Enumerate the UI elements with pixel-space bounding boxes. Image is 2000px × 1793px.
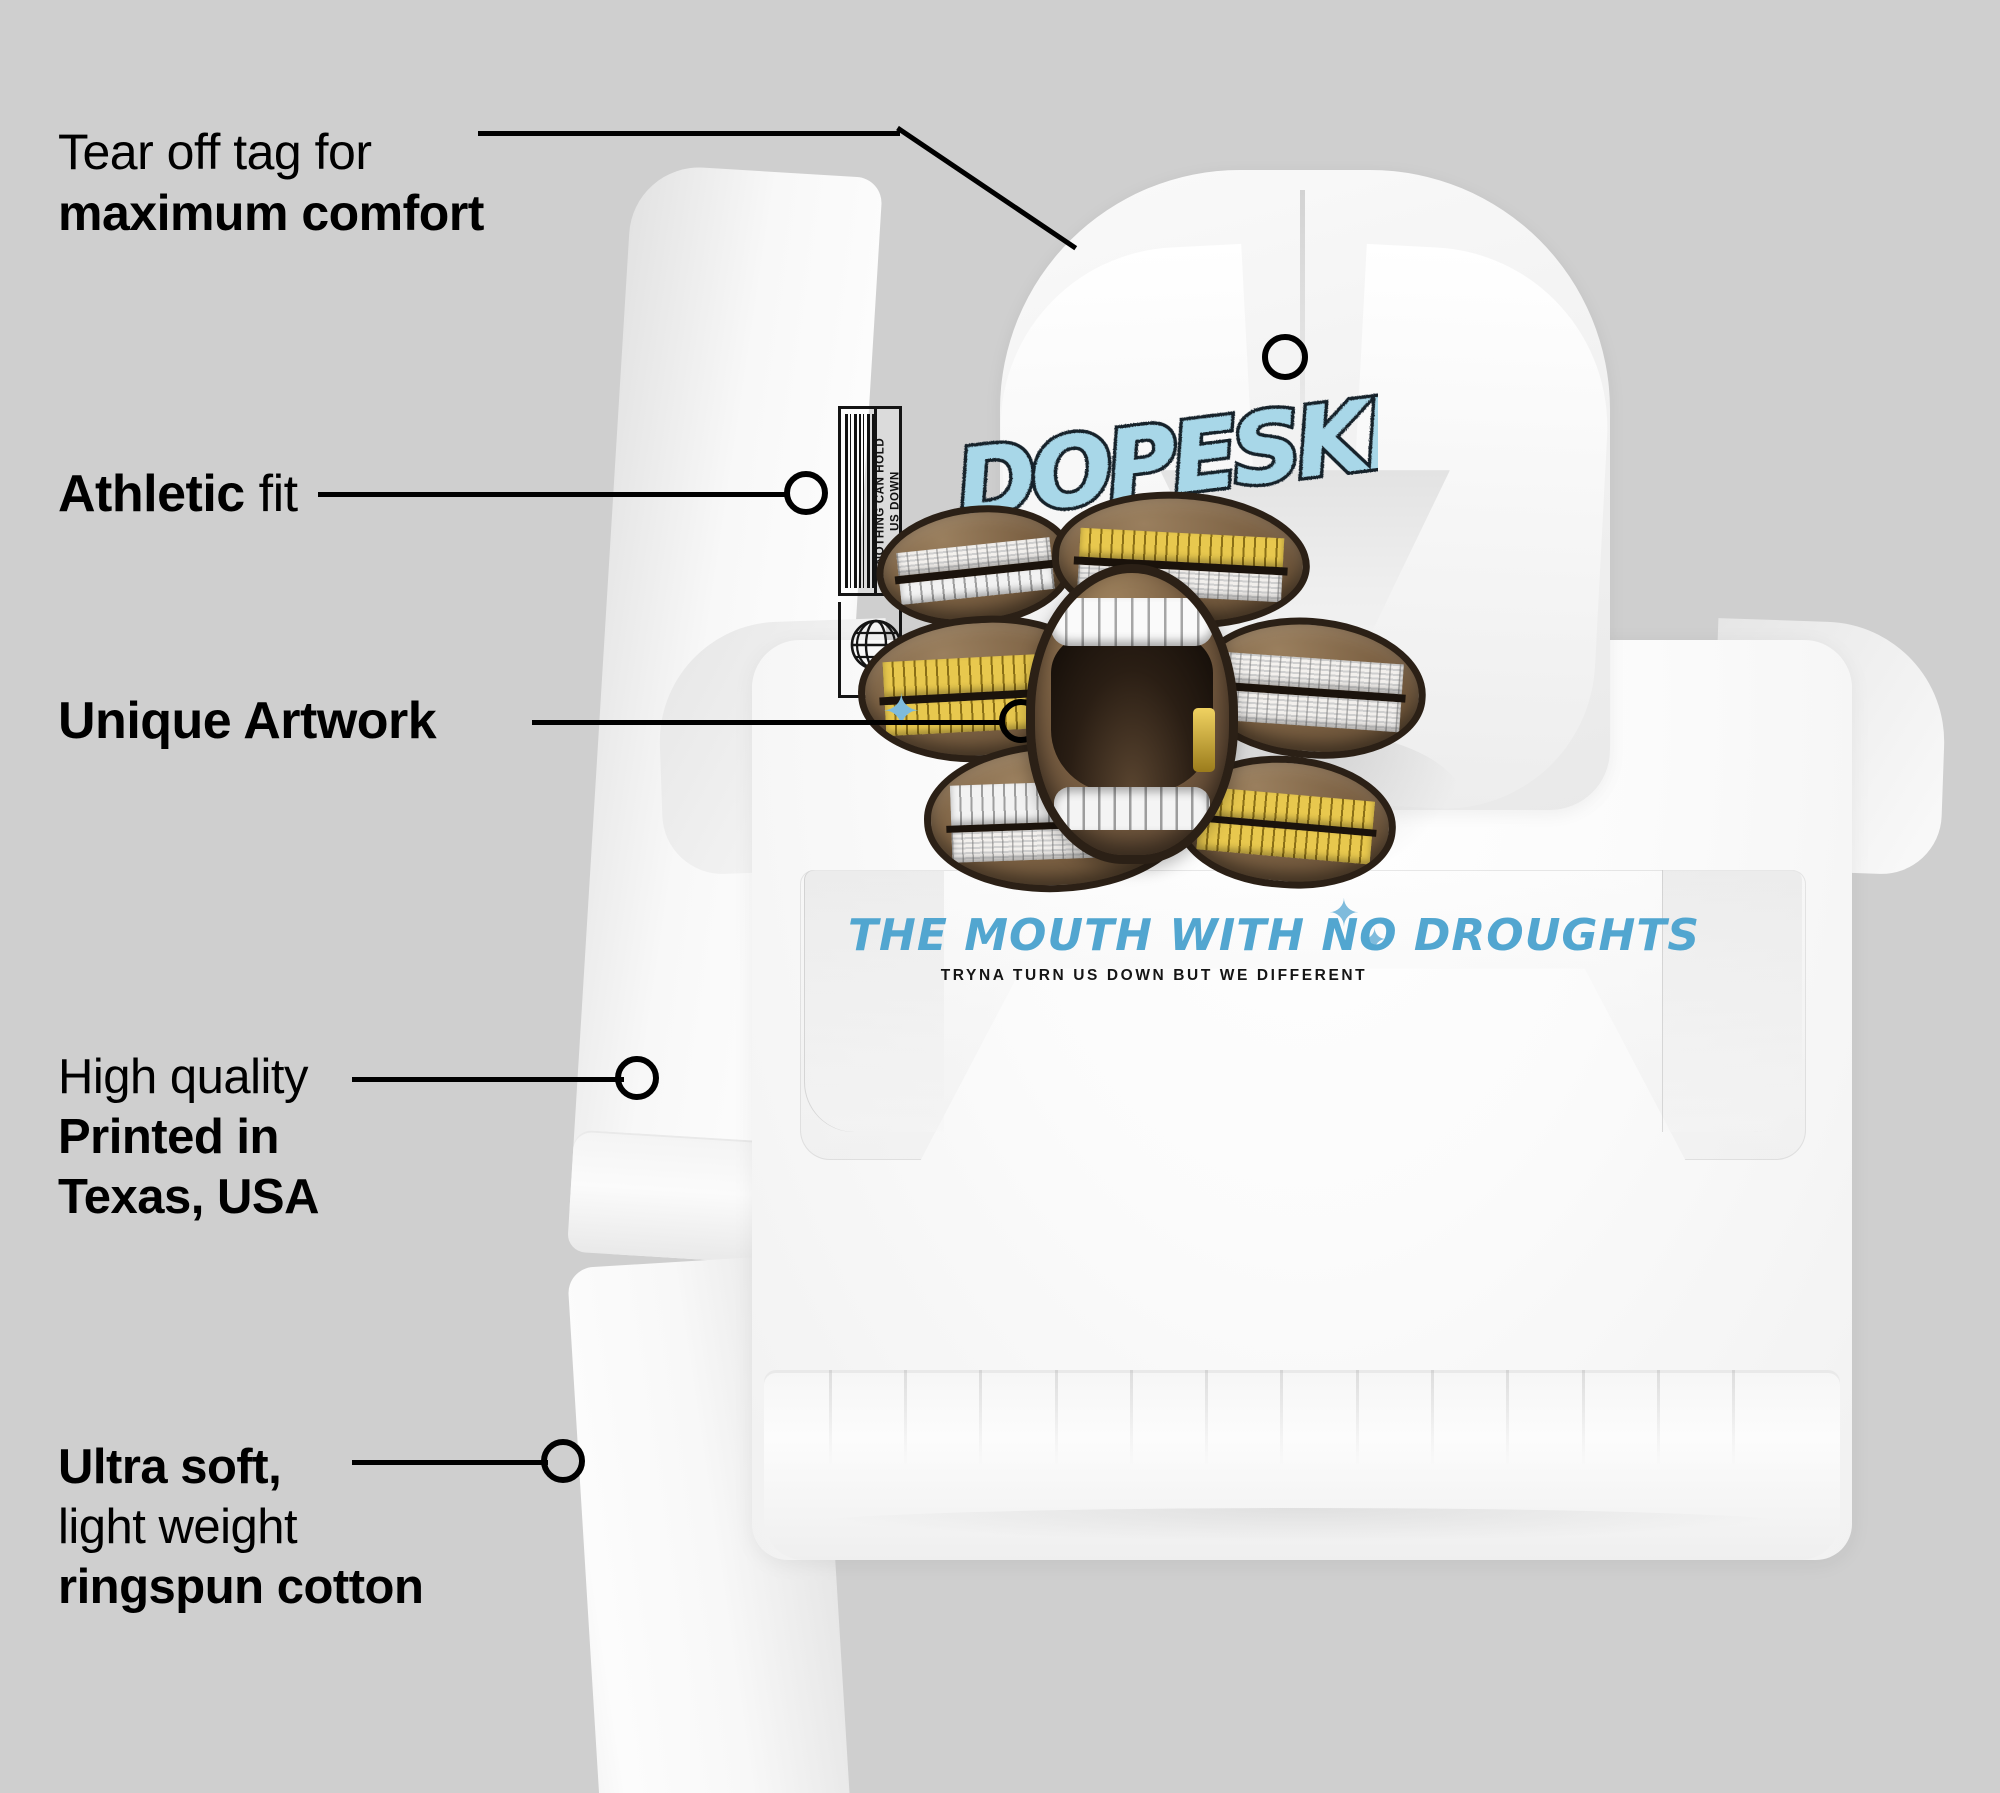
callout-ringspun-cotton-line2: light weight (58, 1499, 298, 1554)
callout-ringspun-cotton: Ultra soft, light weight ringspun cotton (58, 1438, 424, 1617)
barcode-icon (845, 414, 874, 588)
callout-dot-athletic-fit (784, 471, 828, 515)
callout-athletic-fit-strong: Athletic (58, 465, 245, 523)
gold-tooth (1193, 708, 1216, 773)
pocket-opening-right (1662, 870, 1802, 1132)
callout-printed-in-texas-line1: High quality (58, 1050, 309, 1104)
hoodie-product-image: NOTHING CAN HOLD US DOWN (566, 163, 2000, 1793)
callout-printed-in-texas-line2: Printed in (58, 1109, 279, 1164)
callout-tear-off-tag-line1: Tear off tag for (58, 124, 372, 180)
lips-center-screaming (1026, 564, 1238, 864)
callout-tear-off-tag: Tear off tag for maximum comfort (58, 122, 484, 244)
sparkle-icon: ✦ (1328, 891, 1360, 935)
barcode-caption: NOTHING CAN HOLD US DOWN (874, 409, 901, 593)
callout-athletic-fit-line1: Athletic fit (58, 463, 298, 526)
sparkle-icon: ✦ (882, 684, 921, 738)
leader-line-athletic-fit (318, 492, 790, 497)
mouth-interior (1050, 635, 1214, 793)
callout-printed-in-texas-line3: Texas, USA (58, 1169, 319, 1224)
leader-line-tear-off-tag (478, 131, 900, 136)
hood-seam (1300, 190, 1305, 440)
lips-collage: ✦ ✦ ✦ (854, 485, 1436, 956)
slogan-headline: THE MOUTH WITH NO DROUGHTS (848, 910, 1701, 961)
slogan-block: THE MOUTH WITH NO DROUGHTS TRYNA TURN US… (848, 910, 1701, 985)
slogan-subline: TRYNA TURN US DOWN BUT WE DIFFERENT (940, 967, 1368, 984)
sparkle-icon: ✦ (1362, 923, 1388, 958)
callout-dot-ringspun-cotton (541, 1439, 585, 1483)
callout-ringspun-cotton-line3: ringspun cotton (58, 1559, 424, 1614)
leader-line-printed-in-texas (352, 1077, 624, 1082)
upper-grillz (1050, 598, 1214, 647)
callout-athletic-fit: Athletic fit (58, 463, 298, 526)
lips-top-left (870, 495, 1080, 637)
leader-line-unique-artwork (532, 720, 1004, 725)
leader-line-ringspun-cotton (352, 1460, 548, 1465)
waistband-ribbing (764, 1370, 1840, 1560)
pocket-opening-left (804, 870, 944, 1132)
lower-grillz (1054, 787, 1210, 830)
callout-dot-tear-off-tag (1262, 334, 1308, 380)
callout-tear-off-tag-line2: maximum comfort (58, 185, 484, 241)
callout-dot-printed-in-texas (615, 1056, 659, 1100)
callout-unique-artwork-line1: Unique Artwork (58, 692, 437, 750)
callout-athletic-fit-rest: fit (244, 465, 298, 523)
callout-unique-artwork: Unique Artwork (58, 690, 437, 753)
chest-graphic: NOTHING CAN HOLD US DOWN (838, 390, 1701, 1002)
callout-ringspun-cotton-line1: Ultra soft, (58, 1440, 282, 1494)
callout-printed-in-texas: High quality Printed in Texas, USA (58, 1048, 319, 1227)
